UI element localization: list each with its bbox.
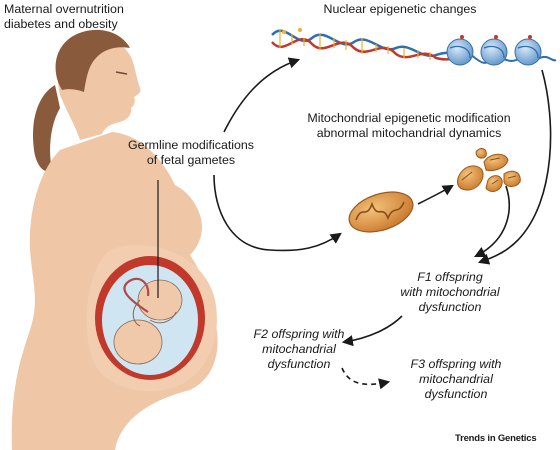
- hair-top: [55, 29, 130, 92]
- f1-line-3: dysfunction: [418, 300, 482, 314]
- maternal-line-2: diabetes and obesity: [4, 17, 118, 31]
- arrow-f2-to-f3: [341, 367, 391, 390]
- germline-line-2: of fetal gametes: [146, 153, 236, 167]
- nucleosomes: [446, 35, 557, 66]
- f3-line-1: F3 offspring with: [410, 357, 502, 371]
- mito-label: Mitochondrial epigenetic modification ab…: [294, 111, 524, 141]
- maternal-line-1: Maternal overnutrition: [4, 2, 124, 16]
- maternal-label: Maternal overnutrition diabetes and obes…: [4, 2, 164, 32]
- f3-label: F3 offspring with mitochandrial dysfunct…: [392, 357, 520, 402]
- arrow-to-mito: [213, 174, 342, 252]
- germline-line-1: Germline modifications: [127, 138, 255, 152]
- f2-line-3: dysfunction: [267, 357, 331, 371]
- arrow-nuclear-to-f1: [477, 69, 552, 265]
- mito-line-2: abnormal mitochandrial dynamics: [316, 126, 502, 140]
- pregnant-woman-figure: [11, 29, 218, 450]
- germline-label: Germline modifications of fetal gametes: [116, 138, 266, 168]
- mitochondrion-fragmented: [457, 148, 521, 192]
- mitochondrion-intact: [348, 191, 414, 233]
- arrow-f1-to-f2: [341, 315, 403, 347]
- f2-line-1: F2 offspring with: [253, 327, 345, 341]
- nucleosome: [446, 38, 474, 66]
- f1-line-1: F1 offspring: [417, 270, 483, 284]
- nucleosome: [480, 38, 508, 66]
- arrow-mito-to-fragment: [417, 184, 454, 205]
- f3-line-2: mitochandrial: [419, 372, 493, 386]
- f2-line-2: mitochandrial: [262, 342, 336, 356]
- mito-line-1: Mitochondrial epigenetic modification: [307, 111, 511, 125]
- nuclear-label: Nuclear epigenetic changes: [323, 2, 477, 16]
- eye: [115, 71, 128, 75]
- dna-helix: [271, 28, 471, 61]
- f2-label: F2 offspring with mitochandrial dysfunct…: [236, 327, 362, 372]
- umbilical-cord: [123, 277, 150, 313]
- arrow-to-nuclear: [223, 57, 301, 133]
- f3-line-3: dysfunction: [424, 387, 488, 401]
- f1-line-2: with mitochondrial: [400, 285, 500, 299]
- arrows: [213, 57, 552, 390]
- journal-credit: Trends in Genetics: [455, 433, 537, 444]
- hair-ponytail: [32, 85, 60, 172]
- f1-label: F1 offspring with mitochondrial dysfunct…: [390, 270, 510, 315]
- nucleosome: [514, 38, 542, 66]
- arrow-fragment-to-f1: [473, 185, 510, 258]
